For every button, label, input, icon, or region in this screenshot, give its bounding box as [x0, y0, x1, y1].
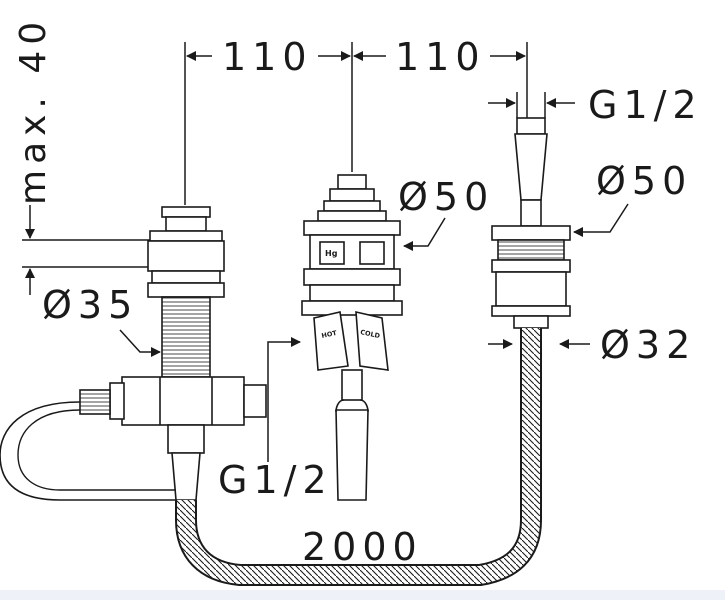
top-dimension-lines — [184, 42, 528, 205]
middle-valve-body — [301, 174, 403, 501]
loop-hose-outer — [0, 401, 176, 501]
dim-max-depth: max. 40 — [13, 16, 54, 205]
depth-dimension-lines — [22, 205, 150, 295]
dim-left-spacing: 110 — [222, 35, 313, 79]
dim-right-spacing: 110 — [395, 35, 486, 79]
right-valve-body — [491, 117, 571, 329]
label-hg: Hg — [325, 249, 338, 258]
thread-top-dimension — [488, 92, 575, 118]
dim-thread-top: G1/2 — [588, 83, 703, 127]
label-hot: HOT — [321, 329, 338, 340]
leader-thread-mid — [267, 337, 301, 462]
dim-hose-length: 2000 — [302, 525, 423, 569]
dim-diameter-mid: Ø50 — [398, 175, 494, 219]
left-valve-body — [79, 206, 267, 501]
dim-diameter-right-low: Ø32 — [600, 323, 696, 367]
leader-mid — [403, 217, 446, 251]
page-footer-strip — [0, 590, 725, 600]
loop-hose-inner — [17, 409, 176, 491]
dim-thread-mid: G1/2 — [218, 458, 333, 502]
dim-diameter-left: Ø35 — [42, 283, 138, 327]
dim-diameter-right: Ø50 — [596, 159, 692, 203]
leader-left — [119, 329, 161, 357]
leader-right — [573, 203, 629, 237]
main-hose-body — [177, 328, 540, 584]
